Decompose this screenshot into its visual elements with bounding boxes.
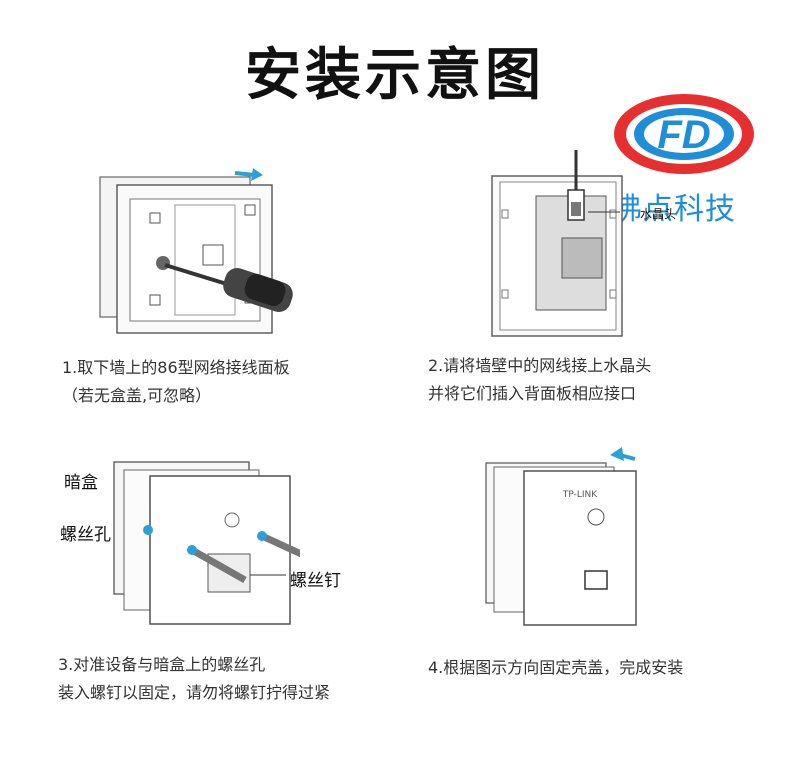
step-1-text: 1.取下墙上的86型网络接线面板 （若无盒盖,可忽略） — [62, 354, 290, 410]
step-2-line-2: 并将它们插入背面板相应接口 — [428, 384, 637, 403]
step-1-line-1: 1.取下墙上的86型网络接线面板 — [62, 358, 290, 377]
screw-hole-icon — [143, 525, 153, 535]
step-4-text: 4.根据图示方向固定壳盖，完成安装 — [428, 654, 683, 682]
step-1-line-2: （若无盒盖,可忽略） — [62, 386, 212, 405]
figure-step-1 — [99, 168, 293, 334]
step-3-line-2: 装入螺钉以固定，请勿将螺钉拧得过紧 — [58, 683, 331, 702]
brand-name: 沸点科技 — [612, 192, 736, 227]
step-2-text: 2.请将墙壁中的网线接上水晶头 并将它们插入背面板相应接口 — [428, 352, 651, 408]
dark-box-label: 暗盒 — [64, 473, 98, 493]
direction-arrow-icon — [251, 168, 263, 181]
screw-hole-label: 螺丝孔 — [60, 525, 111, 545]
step-3-text: 3.对准设备与暗盒上的螺丝孔 装入螺钉以固定，请勿将螺钉拧得过紧 — [58, 651, 330, 707]
step-2-line-1: 2.请将墙壁中的网线接上水晶头 — [428, 356, 652, 375]
brand-logo: FD — [614, 94, 754, 174]
step-3-line-1: 3.对准设备与暗盒上的螺丝孔 — [58, 655, 266, 674]
direction-arrow-icon — [610, 447, 624, 461]
logo-text: FD — [657, 113, 710, 157]
device-brand-text: TP-LINK — [562, 490, 598, 500]
crystal-head-label: 水晶头 — [640, 207, 677, 221]
step-4-line-1: 4.根据图示方向固定壳盖，完成安装 — [428, 658, 684, 677]
screw-label: 螺丝钉 — [290, 571, 341, 591]
figure-step-2 — [491, 150, 623, 337]
page-title: 安装示意图 — [245, 43, 545, 108]
figure-step-4: TP-LINK — [485, 447, 637, 626]
figure-step-3 — [113, 461, 300, 625]
